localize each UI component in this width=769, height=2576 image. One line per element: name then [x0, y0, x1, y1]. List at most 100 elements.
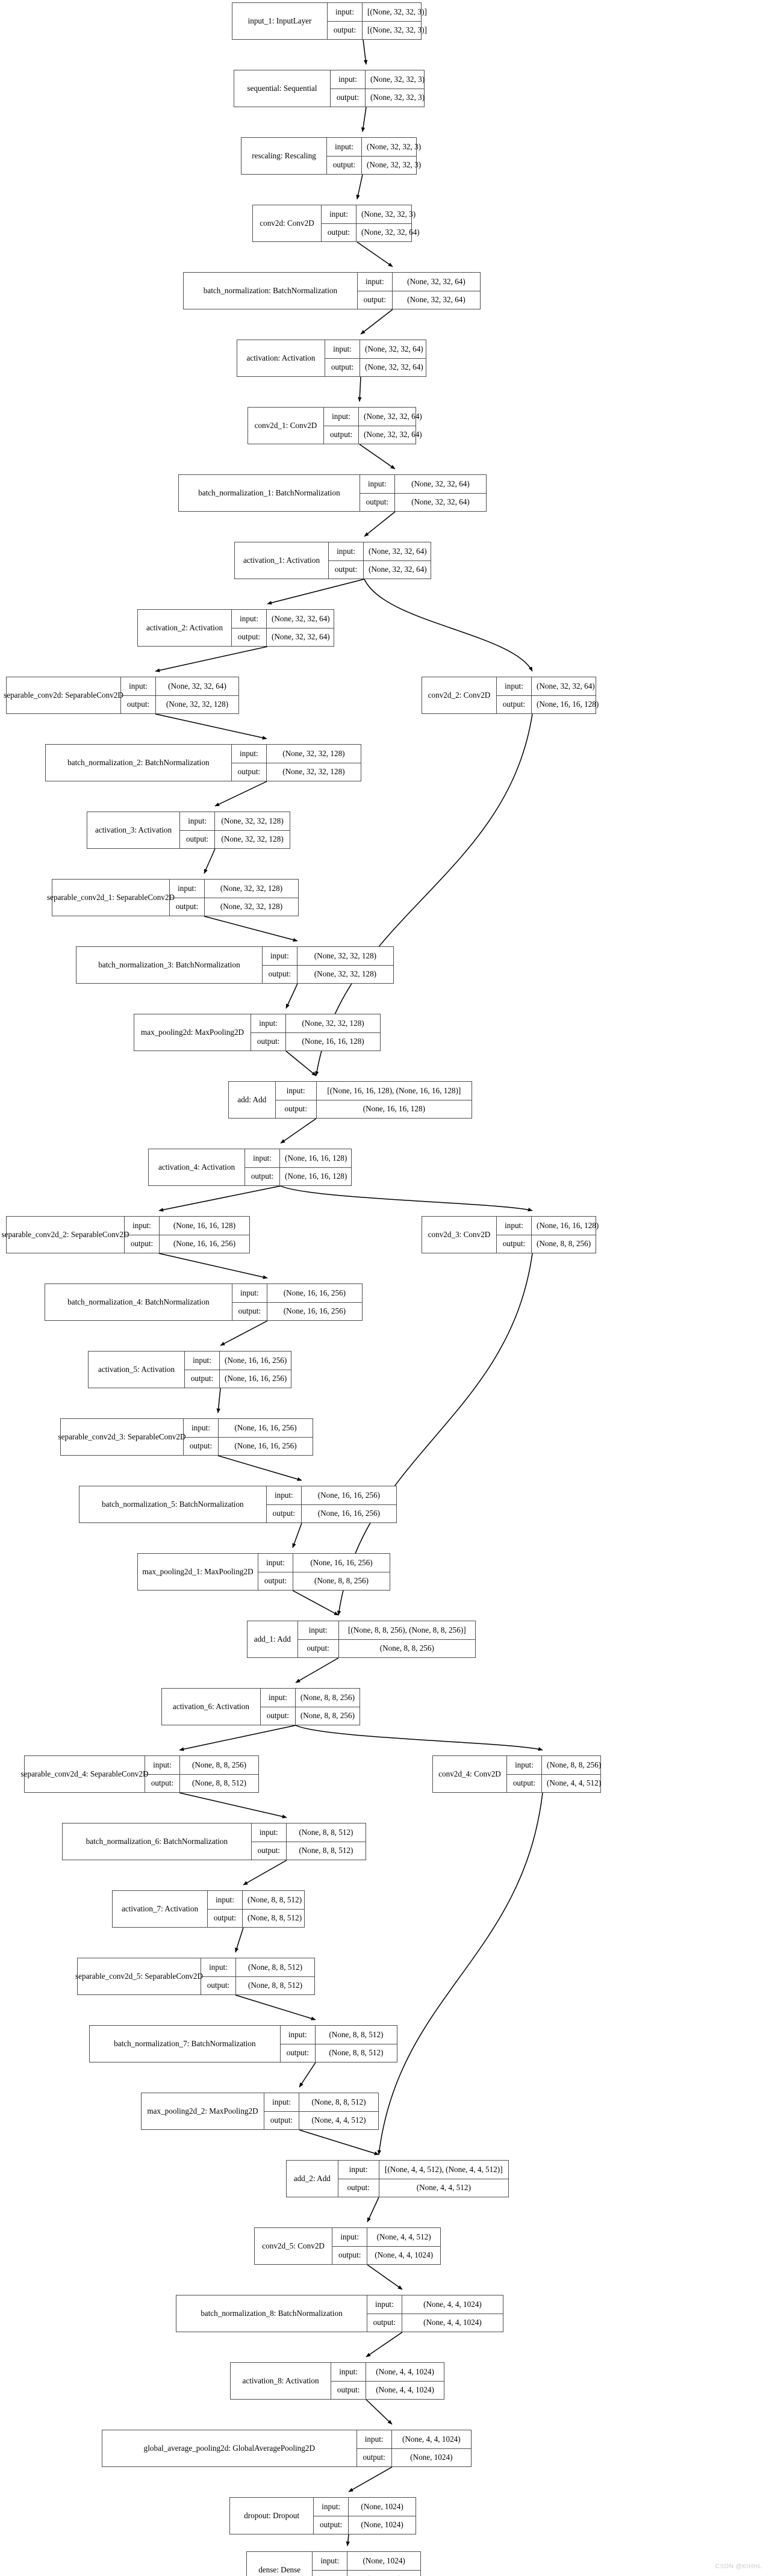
layer-output-label: output:	[276, 1100, 317, 1118]
layer-input-label: input:	[125, 1217, 160, 1235]
layer-input-shape: (None, 32, 32, 128)	[314, 951, 377, 960]
layer-node-batch_normalization_6[interactable]: batch_normalization_6: BatchNormalizatio…	[62, 1823, 366, 1860]
layer-input-shape: (None, 8, 8, 512)	[329, 2029, 384, 2039]
layer-input-shape: (None, 32, 32, 128)	[220, 883, 283, 893]
layer-output-shape: (None, 32, 32, 3)	[367, 160, 422, 170]
layer-output-row: output:(None, 8, 8, 512)	[145, 1774, 258, 1792]
layer-node-batch_normalization_3[interactable]: batch_normalization_3: BatchNormalizatio…	[76, 946, 394, 984]
layer-input-row: input:(None, 8, 8, 256)	[145, 1756, 258, 1775]
layer-input-label: input:	[258, 1554, 293, 1572]
layer-io-table: input:(None, 32, 32, 64)output:(None, 32…	[325, 340, 426, 376]
edge-activation_4-to-conv2d_3	[280, 1185, 533, 1212]
layer-io-table: input:(None, 32, 32, 64)output:(None, 32…	[329, 542, 431, 579]
layer-input-label: input:	[184, 1419, 219, 1437]
layer-input-label: input:	[261, 1689, 296, 1707]
layer-name: conv2d_4: Conv2D	[433, 1756, 507, 1792]
layer-output-label: output:	[258, 1572, 293, 1590]
layer-node-batch_normalization_2[interactable]: batch_normalization_2: BatchNormalizatio…	[45, 744, 361, 781]
layer-input-row: input:[(None, 16, 16, 128), (None, 16, 1…	[275, 1082, 472, 1100]
layer-name: conv2d_3: Conv2D	[422, 1217, 497, 1253]
layer-io-table: input:(None, 32, 32, 64)output:(None, 32…	[360, 475, 486, 511]
layer-io-table: input:(None, 32, 32, 3)output:(None, 32,…	[327, 138, 421, 174]
layer-output-row: output:(None, 16, 16, 256)	[232, 1302, 362, 1320]
layer-io-table: input:(None, 16, 16, 128)output:(None, 1…	[245, 1149, 351, 1185]
layer-node-batch_normalization_7[interactable]: batch_normalization_7: BatchNormalizatio…	[89, 2025, 397, 2062]
layer-input-row: input:(None, 1024)	[313, 2552, 420, 2571]
layer-output-shape: (None, 32, 32, 64)	[407, 295, 465, 305]
layer-io-table: input:(None, 8, 8, 256)output:(None, 8, …	[260, 1689, 360, 1725]
layer-output-row: output:(None, 8, 8, 512)	[281, 2044, 397, 2062]
layer-input-label: input:	[327, 138, 362, 156]
layer-node-batch_normalization_8[interactable]: batch_normalization_8: BatchNormalizatio…	[176, 2295, 503, 2332]
layer-input-label: input:	[360, 475, 395, 493]
layer-output-shape: (None, 32, 32, 64)	[365, 362, 423, 372]
layer-name: batch_normalization_6: BatchNormalizatio…	[63, 1823, 252, 1860]
layer-output-row: output:(None, 8, 8, 512)	[201, 1976, 314, 1994]
layer-output-row: output:(None, 4, 4, 1024)	[331, 2381, 444, 2399]
layer-name: activation: Activation	[237, 340, 325, 376]
layer-input-shape: (None, 16, 16, 256)	[317, 1490, 381, 1500]
layer-output-row: output:(None, 32, 32, 64)	[360, 493, 486, 511]
layer-input-shape: (None, 32, 32, 128)	[302, 1018, 364, 1028]
layer-output-shape: (None, 32, 32, 3)	[370, 93, 425, 102]
layer-output-label: output:	[332, 2246, 368, 2264]
layer-output-label: output:	[497, 1235, 532, 1253]
layer-io-table: input:(None, 32, 32, 64)output:(None, 16…	[497, 677, 599, 713]
layer-io-table: input:(None, 8, 8, 512)output:(None, 8, …	[251, 1823, 366, 1860]
layer-input-label: input:	[121, 677, 156, 695]
layer-io-table: input:(None, 32, 32, 3)output:(None, 32,…	[322, 205, 420, 241]
layer-output-row: output:(None, 32, 32, 128)	[180, 830, 290, 848]
layer-node-global_average_pooling2d[interactable]: global_average_pooling2d: GlobalAverageP…	[102, 2430, 472, 2467]
layer-input-row: input:(None, 32, 32, 64)	[497, 677, 596, 696]
layer-input-label: input:	[325, 340, 360, 358]
layer-name: dense: Dense	[247, 2552, 313, 2576]
edge-batch_normalization_3-to-max_pooling2d	[285, 983, 298, 1009]
layer-name: separable_conv2d: SeparableConv2D	[4, 677, 123, 713]
layer-input-row: input:(None, 8, 8, 512)	[251, 1823, 366, 1842]
layer-input-label: input:	[208, 1891, 243, 1909]
layer-name: max_pooling2d_2: MaxPooling2D	[142, 2093, 265, 2129]
layer-input-label: input:	[328, 3, 363, 21]
layer-input-shape: (None, 32, 32, 3)	[367, 141, 422, 151]
layer-node-batch_normalization_5[interactable]: batch_normalization_5: BatchNormalizatio…	[79, 1486, 397, 1523]
layer-node-batch_normalization_1[interactable]: batch_normalization_1: BatchNormalizatio…	[178, 474, 487, 512]
layer-input-row: input:(None, 32, 32, 128)	[231, 745, 361, 763]
layer-name: max_pooling2d: MaxPooling2D	[134, 1014, 252, 1051]
layer-node-batch_normalization_4[interactable]: batch_normalization_4: BatchNormalizatio…	[45, 1283, 363, 1321]
layer-input-row: input:(None, 8, 8, 512)	[280, 2026, 397, 2044]
layer-output-shape: (None, 16, 16, 128)	[363, 1104, 425, 1114]
